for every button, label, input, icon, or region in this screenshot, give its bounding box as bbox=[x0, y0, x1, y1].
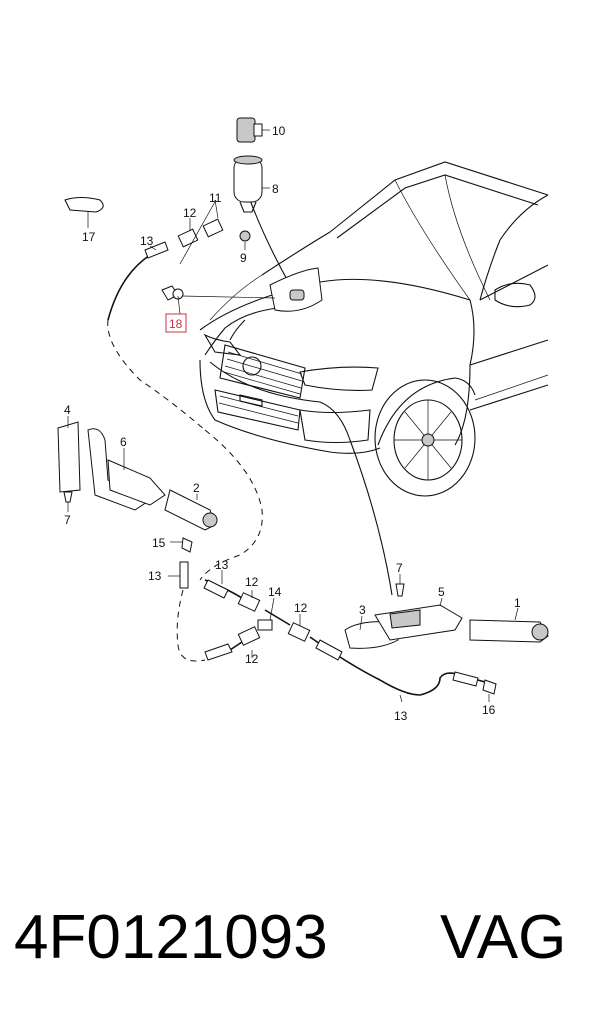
callout-9: 9 bbox=[240, 251, 247, 265]
callout-18-box bbox=[165, 313, 187, 333]
callout-13-left: 13 bbox=[148, 569, 162, 583]
callout-17: 17 bbox=[82, 230, 96, 244]
callout-1: 1 bbox=[514, 596, 521, 610]
callout-13-bottom: 13 bbox=[394, 709, 408, 723]
callout-10: 10 bbox=[272, 124, 286, 138]
parts-diagram: 10 8 11 12 9 17 13 18 4 6 2 7 15 13 13 1… bbox=[57, 117, 549, 723]
callout-7-right: 7 bbox=[396, 561, 403, 575]
callout-12-top: 12 bbox=[183, 206, 197, 220]
callout-2: 2 bbox=[193, 481, 200, 495]
callout-12-right: 12 bbox=[294, 601, 308, 615]
callout-16: 16 bbox=[482, 703, 496, 717]
callout-7-left: 7 bbox=[64, 513, 71, 527]
callout-13-mid: 13 bbox=[215, 558, 229, 572]
callout-18: 18 bbox=[169, 317, 183, 331]
leader-lines bbox=[67, 129, 519, 703]
vehicle-outline bbox=[199, 161, 549, 497]
callout-11: 11 bbox=[209, 191, 222, 205]
callout-5: 5 bbox=[438, 585, 445, 599]
callout-8: 8 bbox=[272, 182, 279, 196]
callout-15: 15 bbox=[152, 536, 166, 550]
brand-label: VAG bbox=[440, 903, 567, 972]
parts bbox=[57, 117, 549, 695]
callout-12-mid: 12 bbox=[245, 575, 259, 589]
callout-13-top: 13 bbox=[140, 234, 154, 248]
callout-14: 14 bbox=[268, 585, 282, 599]
callouts: 10 8 11 12 9 17 13 18 4 6 2 7 15 13 13 1… bbox=[64, 124, 521, 723]
part-number: 4F0121093 bbox=[14, 903, 328, 972]
callout-3: 3 bbox=[359, 603, 366, 617]
callout-12-bottom: 12 bbox=[245, 652, 259, 666]
callout-4: 4 bbox=[64, 403, 71, 417]
callout-6: 6 bbox=[120, 435, 127, 449]
